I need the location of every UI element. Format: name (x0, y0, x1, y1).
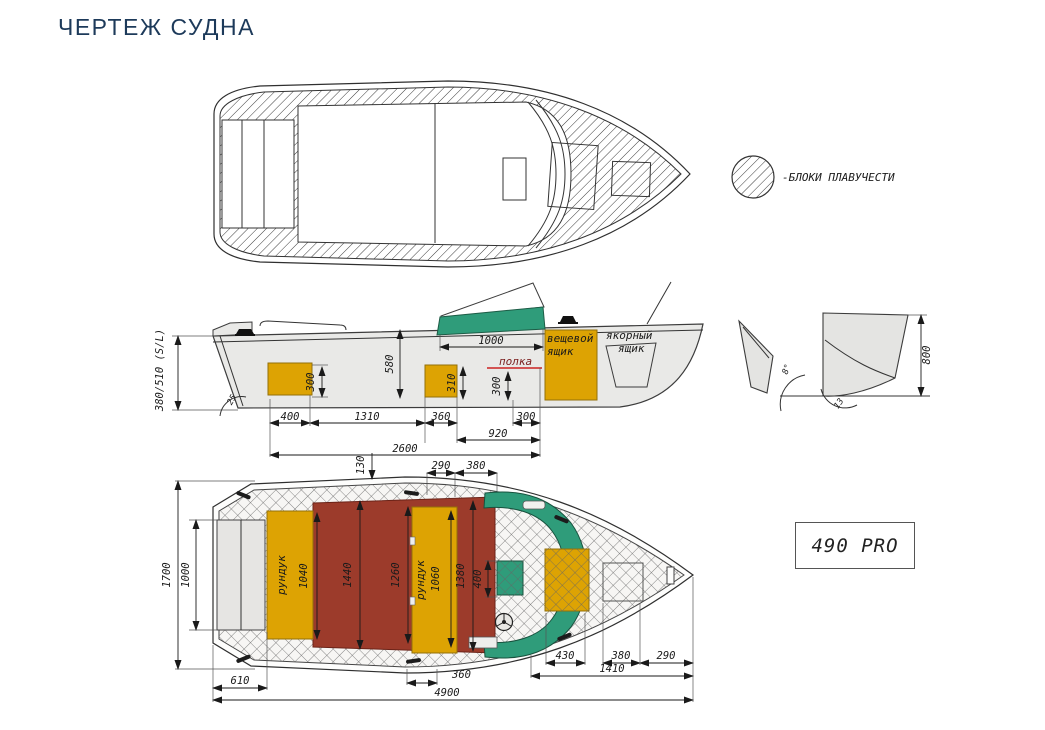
transom-section (738, 319, 774, 394)
dim-1310: 1310 (354, 411, 379, 423)
model-label: 490 PRO (811, 534, 899, 557)
locker1-label: рундук (275, 555, 288, 596)
dim-shaft: 380/510 (S/L) (154, 329, 166, 412)
dim-430: 430 (556, 650, 575, 662)
dim-seat2: 310 (446, 374, 458, 394)
storage-box (544, 329, 598, 401)
dim-1440: 1440 (342, 562, 354, 587)
dim-380-bow: 380 (611, 650, 631, 662)
locker-1 (266, 510, 314, 640)
dim-angle-8: 8° (781, 363, 794, 376)
svg-text:ящик: ящик (618, 342, 645, 355)
dim-920: 920 (489, 428, 508, 440)
dim-1060: 1060 (430, 566, 442, 591)
top-view-drawing (213, 80, 691, 268)
side-view-drawing: вещевой ящик якорный ящик полка 1000 580… (154, 281, 704, 459)
dim-beam: 1700 (161, 562, 173, 587)
dim-1380: 1380 (455, 563, 467, 588)
dim-1040: 1040 (298, 563, 310, 588)
console (483, 491, 588, 659)
seat-box-2 (424, 364, 458, 398)
dim-610: 610 (231, 675, 250, 687)
anchor-box-label: якорный (606, 329, 653, 342)
dim-4900: 4900 (434, 687, 459, 699)
dim-2600: 2600 (392, 443, 417, 455)
grab-handle (522, 500, 546, 510)
dim-transom-width: 1000 (180, 562, 192, 587)
anchor-box-outline (605, 342, 657, 388)
storage-box-label: вещевой (547, 332, 594, 345)
dim-400: 400 (472, 570, 484, 589)
page-title: ЧЕРТЕЖ СУДНА (58, 14, 255, 40)
dim-290-top: 290 (432, 460, 451, 472)
dim-400: 400 (281, 411, 300, 423)
windshield-plan-line (527, 101, 557, 247)
section-view-drawing: 8° 13 800 (738, 312, 933, 412)
svg-text:ящик: ящик (547, 345, 574, 358)
dim-1410: 1410 (599, 663, 624, 675)
vent-icon (236, 329, 254, 334)
bow-locker-outline (602, 562, 644, 602)
stern-platform (221, 119, 295, 229)
bow-eye (666, 566, 675, 585)
legend: -БЛОКИ ПЛАВУЧЕСТИ (731, 155, 895, 199)
dim-shelf: 300 (491, 377, 503, 397)
bow-pole (646, 281, 672, 325)
dim-800: 800 (921, 346, 933, 365)
seat-box-1 (267, 362, 313, 396)
dim-290-bow: 290 (657, 650, 676, 662)
bow-hatch-large (547, 141, 599, 211)
dim-380-top: 380 (466, 460, 486, 472)
stern-rail (259, 320, 347, 331)
dim-seat1: 300 (305, 373, 317, 393)
plan-view-drawing: 130 290 380 1700 1000 рундук 1040 1440 1… (161, 453, 695, 704)
shelf-label: полка (499, 355, 532, 368)
buoyancy-block-icon (731, 155, 775, 199)
cleats (236, 490, 572, 664)
steering-wheel-icon (494, 612, 514, 632)
console-outline (502, 157, 527, 201)
dim-angle-13: 13 (832, 397, 846, 411)
dim-130: 130 (355, 456, 367, 475)
dim-depth: 580 (384, 355, 396, 374)
dim-windshield: 1000 (478, 335, 503, 347)
seat-plate (468, 636, 498, 649)
windshield-glass (436, 306, 546, 336)
dim-1260: 1260 (390, 562, 402, 587)
bow-hatch-small (610, 160, 652, 198)
vent-icon (560, 316, 576, 322)
dim-360: 360 (451, 669, 471, 681)
legend-label: -БЛОКИ ПЛАВУЧЕСТИ (782, 171, 895, 184)
dim-transom-angle: 25 (225, 393, 239, 407)
cockpit-floor (312, 496, 496, 654)
model-badge: 490 PRO (795, 522, 915, 569)
dim-300: 300 (516, 411, 536, 423)
bow-section (822, 312, 909, 397)
locker2-label: рундук (414, 560, 427, 601)
dim-360: 360 (431, 411, 451, 423)
